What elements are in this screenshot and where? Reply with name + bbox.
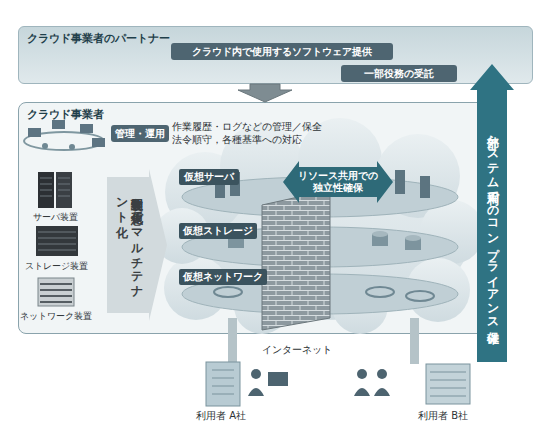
service-box: 一部役務の受託 <box>341 65 457 82</box>
network-device <box>38 278 74 306</box>
user-a-icons <box>206 362 288 406</box>
device-label: ストレージ装置 <box>25 260 88 273</box>
node-text: 仮想ストレージ <box>183 224 253 238</box>
person-icon <box>248 388 264 396</box>
node-text: 管理・運用 <box>115 127 165 141</box>
person-icon <box>69 144 75 150</box>
storage-box <box>36 226 78 256</box>
virtualize-arrow: 物理装置を仮想化で マルチテナント化 <box>107 169 167 321</box>
network-box <box>38 278 74 306</box>
note-text: 法令順守，各種基準への対応 <box>172 134 302 147</box>
device-label: サーバ装置 <box>33 211 78 224</box>
node-text: 物理装置を仮想化で マルチテナント化 <box>114 189 144 301</box>
user-label: 利用者 B社 <box>418 409 468 423</box>
virtual-layer-label: 仮想ネットワーク <box>179 269 267 285</box>
flow-arrow-shape <box>238 84 292 102</box>
storage-cylinder <box>405 235 421 241</box>
monitor-icon <box>80 124 93 133</box>
network-pipe <box>228 318 237 364</box>
shape-fill <box>107 169 167 321</box>
node-text: クラウド事業者のパートナー <box>27 31 170 46</box>
text-holder: 外部システム利用でのコンプライアンス確保 <box>470 92 514 358</box>
firewall-wall <box>262 190 330 330</box>
isolation-arrow: リソース共用での 独立性確保 <box>283 161 393 203</box>
person-icon <box>377 369 387 379</box>
monitor-icon <box>268 372 288 386</box>
flow-arrow <box>238 84 292 102</box>
building-icon <box>426 364 470 404</box>
node-text: リソース共用での 独立性確保 <box>296 170 380 194</box>
node-text: クラウド内で使用するソフトウェア提供 <box>192 45 372 59</box>
node-text: 仮想ネットワーク <box>183 270 263 284</box>
person-icon <box>42 143 48 149</box>
user-b-icons <box>354 364 470 404</box>
monitor-icon <box>92 138 105 147</box>
network-ring <box>214 287 242 297</box>
virtual-layer-label: 仮想サーバ <box>179 169 239 185</box>
partner-band: クラウド事業者のパートナークラウド内で使用するソフトウェア提供一部役務の受託 <box>18 26 533 84</box>
person-icon <box>354 388 370 396</box>
network-lines <box>40 284 72 302</box>
node-text: 一部役務の受託 <box>364 67 434 81</box>
person-icon <box>357 369 367 379</box>
text-holder: リソース共用での 独立性確保 <box>283 161 393 203</box>
server-icon <box>395 170 405 194</box>
building-windows <box>430 372 466 396</box>
network-label: インターネット <box>262 343 332 357</box>
user-label: 利用者 A社 <box>196 409 246 423</box>
service-box: クラウド内で使用するソフトウェア提供 <box>171 43 393 60</box>
text-holder: 物理装置を仮想化で マルチテナント化 <box>107 169 151 321</box>
node-text: 仮想サーバ <box>184 170 234 184</box>
monitor-icon <box>28 128 41 137</box>
person-icon <box>251 369 261 379</box>
building-windows <box>212 370 234 394</box>
network-ring <box>366 287 394 297</box>
network-ring <box>406 291 434 301</box>
node-text: クラウド事業者 <box>27 107 104 122</box>
server-icon <box>420 176 430 198</box>
network-pipe <box>410 318 419 364</box>
virtual-layer-label: 仮想ストレージ <box>179 223 257 239</box>
compliance-arrow: 外部システム利用でのコンプライアンス確保 <box>470 64 514 362</box>
operation-box: 管理・運用 <box>111 125 169 142</box>
person-icon <box>374 388 390 396</box>
storage-device <box>36 226 78 256</box>
node-text: 外部システム利用でのコンプライアンス確保 <box>484 127 501 323</box>
shape-fill <box>470 64 514 362</box>
shape-fill <box>283 161 393 203</box>
monitor-icon <box>52 120 65 129</box>
building-icon <box>206 362 240 406</box>
storage-lines <box>38 232 76 250</box>
note-text: 作業履歴・ログなどの管理／保全 <box>172 121 322 134</box>
storage-cylinder <box>372 231 388 237</box>
device-label: ネットワーク装置 <box>20 310 92 323</box>
